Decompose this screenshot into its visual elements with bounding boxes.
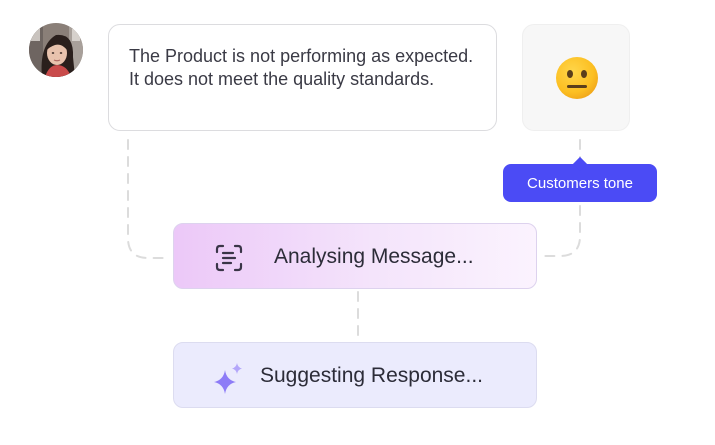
customers-tone-badge: Customers tone (503, 164, 657, 202)
scan-text-icon (215, 244, 243, 272)
message-to-analyse-connector (127, 139, 164, 259)
analysing-message-step: Analysing Message... (173, 223, 537, 289)
customers-tone-label: Customers tone (527, 174, 633, 192)
tone-emoji-card (522, 24, 630, 131)
customer-message-text: The Product is not performing as expecte… (129, 46, 474, 89)
analysing-message-label: Analysing Message... (274, 245, 474, 268)
neutral-face-icon (556, 57, 598, 99)
customer-avatar (29, 23, 83, 77)
customer-message-card: The Product is not performing as expecte… (108, 24, 497, 131)
suggesting-response-label: Suggesting Response... (260, 364, 483, 387)
sparkle-icon (214, 363, 242, 394)
badge-to-analyse-connector (539, 205, 581, 257)
suggesting-response-step: Suggesting Response... (173, 342, 537, 408)
